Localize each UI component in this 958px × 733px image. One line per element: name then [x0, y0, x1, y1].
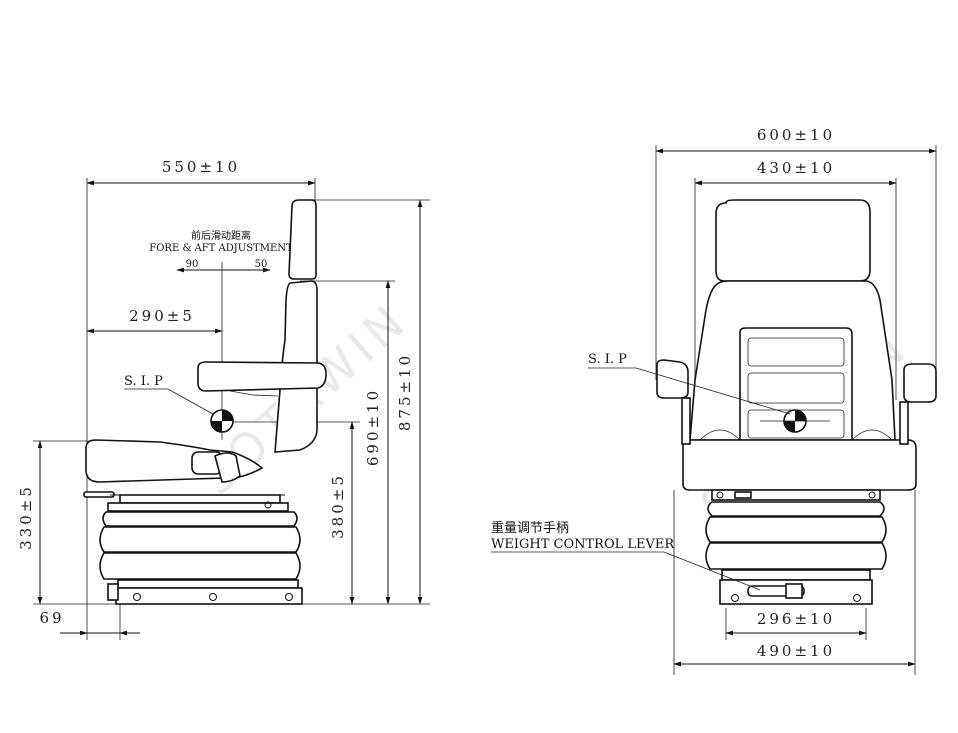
dim-380: 380±5	[329, 473, 347, 539]
side-view: 550±10 前后滑动距离 FORE & AFT ADJUSTMENT 90 5…	[17, 158, 430, 640]
dim-490: 490±10	[757, 642, 835, 660]
fore-aft-back-value: 90	[186, 259, 199, 270]
fore-aft-label-en: FORE & AFT ADJUSTMENT	[149, 243, 293, 254]
fore-aft-label-cn: 前后滑动距离	[191, 229, 251, 242]
weight-lever-label-en: WEIGHT CONTROL LEVER	[491, 537, 675, 552]
dim-330: 330±5	[17, 484, 35, 550]
sip-label-side: S. I. P	[124, 374, 163, 389]
dim-550: 550±10	[162, 158, 240, 176]
dim-296: 296±10	[757, 610, 835, 628]
sip-label-front: S. I. P	[588, 352, 627, 367]
dim-69: 69	[39, 609, 64, 627]
dim-690: 690±10	[364, 388, 382, 466]
dim-600: 600±10	[757, 126, 835, 144]
fore-aft-forward-value: 50	[255, 259, 268, 270]
weight-lever-label-cn: 重量调节手柄	[491, 520, 569, 536]
front-view: 600±10 430±10 S. I. P	[491, 126, 937, 675]
dim-290: 290±5	[129, 307, 195, 325]
dim-430: 430±10	[757, 159, 835, 177]
dim-875: 875±10	[396, 353, 414, 431]
